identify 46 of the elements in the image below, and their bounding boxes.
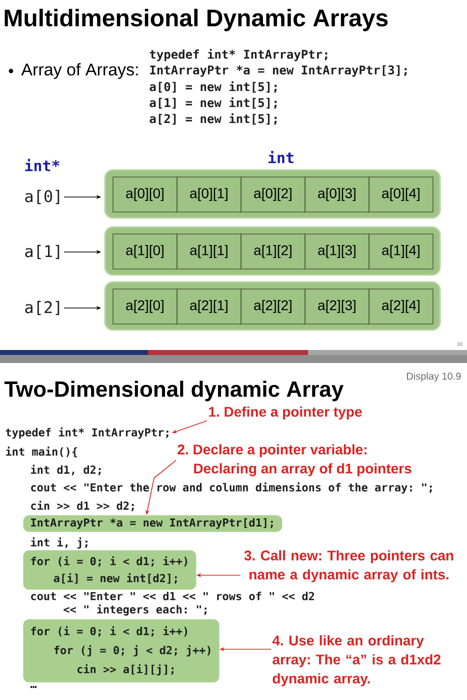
array-cell: a[0][0] [112, 176, 178, 212]
annotation: 2. Declare a pointer variable: Declaring an array of d1 pointers [178, 444, 412, 476]
array-cell: a[0][1] [176, 176, 242, 212]
row-band [104, 169, 441, 219]
array-cell: a[0][3] [304, 176, 370, 212]
code-line: cout << "Enter the row and column dimensions of the array: "; [31, 482, 432, 494]
pointer-label: a[1] [25, 244, 60, 260]
row-band [104, 226, 441, 276]
array-cell: a[0][2] [240, 176, 306, 212]
array-cell: a[1][1] [176, 234, 242, 270]
array-cell: a[1][3] [304, 234, 370, 270]
code-line: a[2] = new int[5]; [150, 113, 277, 125]
pointer-label: a[0] [25, 190, 60, 204]
annotation: 4. Use like an ordinary array: The “a” is a d1xd2 dynamic array. [272, 635, 440, 686]
code-line: a[1] = new int[5]; [150, 97, 277, 109]
title: Two-Dimensional dynamic Array [4, 380, 344, 402]
code-line: int i, j; [30, 537, 88, 549]
array-cell: a[2][2] [240, 288, 306, 324]
array-cell: a[2][1] [176, 288, 242, 324]
title: Multidimensional Dynamic Arrays [4, 8, 388, 32]
code-line: a[0] = new int[5]; [150, 81, 277, 93]
array-cell: a[2][4] [368, 288, 434, 324]
array-cell: a[1][0] [112, 234, 178, 270]
row-band [104, 281, 441, 331]
code-line: cout << "Enter " << d1 << " rows of " << d2 [31, 592, 314, 600]
array-cell: a[2][3] [304, 288, 370, 324]
code-line: typedef int* IntArrayPtr; [150, 48, 328, 62]
code-line: int d1, d2; [30, 464, 101, 476]
highlight-box: IntArrayPtr *a = new IntArrayPtr[d1]; [23, 515, 282, 532]
highlight-box: for (i = 0; i < d1; i++) a[i] = new int[d2]; [23, 550, 196, 590]
array-cell: a[1][4] [368, 234, 434, 270]
pointer-label: a[2] [25, 300, 60, 316]
code-line: typedef int* IntArrayPtr; [6, 427, 168, 439]
type-label: int [268, 150, 294, 164]
annotation: 1. Define a pointer type [209, 406, 362, 420]
highlight-box: for (i = 0; i < d1; i++) for (j = 0; j < d2; j++) cin >> a[i][j]; [23, 619, 220, 682]
code-line: IntArrayPtr *a = new IntArrayPtr[3]; [150, 65, 407, 77]
code-line: << " integers each: "; [64, 604, 206, 616]
array-cell: a[0][4] [368, 176, 434, 212]
array-cell: a[1][2] [240, 234, 306, 270]
array-cell: a[2][0] [112, 288, 178, 324]
code-line: int main(){ [6, 446, 78, 458]
list-item-text: Array of Arrays: [21, 63, 138, 79]
annotation: 3. Call new: Three pointers can name a dynamic array of ints. [244, 550, 454, 582]
figure-reference: Display 10.9 [407, 372, 461, 382]
type-label: int* [25, 158, 60, 172]
